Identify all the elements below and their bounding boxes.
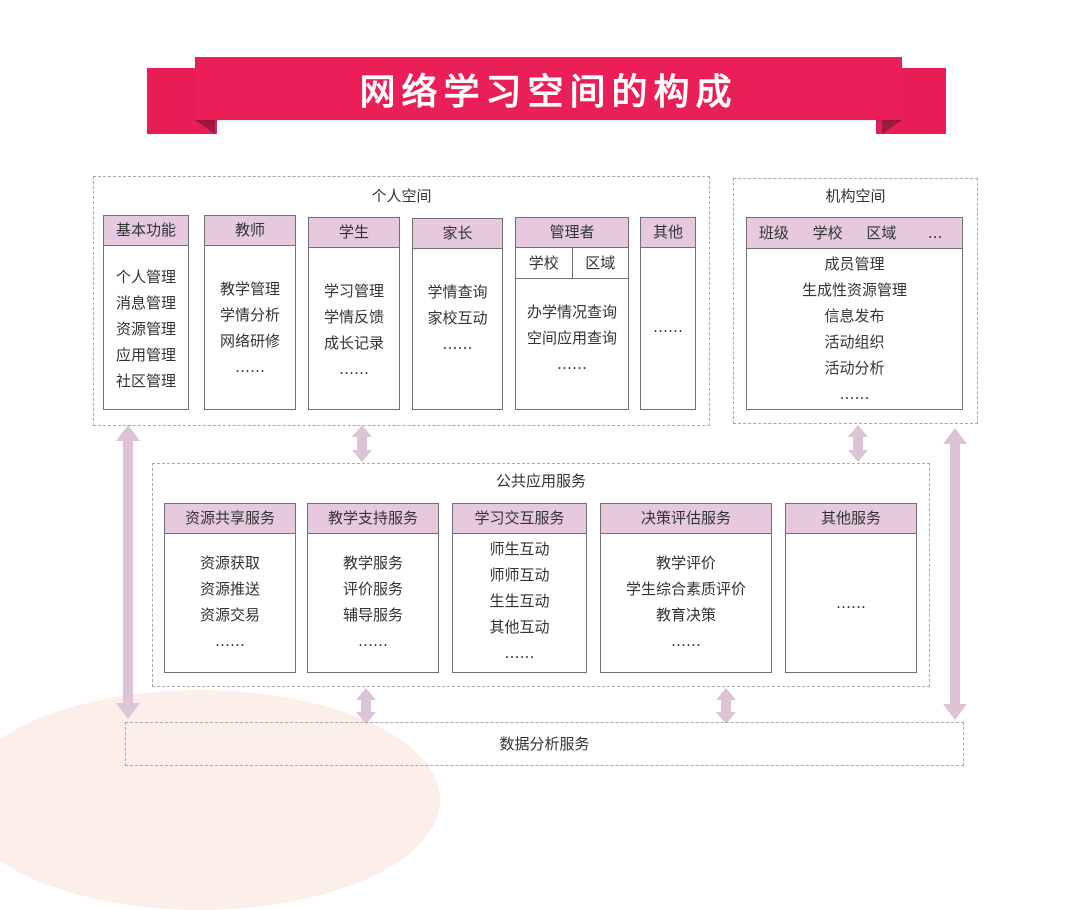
list-item: 资源交易	[199, 606, 260, 624]
list-item: 教学服务	[342, 554, 403, 572]
list-item: 应用管理	[115, 346, 176, 364]
institution-head-more: …	[927, 224, 943, 242]
list-item: 资源管理	[115, 320, 176, 338]
public-services-title: 公共应用服务	[495, 472, 586, 490]
list-item: ……	[671, 632, 701, 650]
list-item: 师师互动	[489, 566, 550, 584]
card-head: 学生	[309, 218, 399, 248]
card-other: 其他 ……	[640, 217, 696, 410]
institution-head-school: 学校	[812, 224, 843, 242]
list-item: 空间应用查询	[526, 329, 617, 347]
list-item: 社区管理	[115, 372, 176, 390]
data-analysis-group: 数据分析服务	[125, 722, 964, 766]
connector-arrows	[116, 425, 967, 724]
list-item: ……	[836, 594, 866, 612]
list-item: 学生综合素质评价	[625, 580, 746, 598]
list-item: ……	[442, 335, 473, 353]
card-learning-interaction: 学习交互服务 师生互动 师师互动 生生互动 其他互动 ……	[452, 503, 587, 673]
list-item: 其他互动	[489, 618, 550, 636]
card-institution: 班级 学校 区域 … 成员管理 生成性资源管理 信息发布 活动组织 活动分析 ……	[746, 217, 963, 410]
list-item: 成员管理	[824, 255, 885, 273]
arrow-institution-public	[848, 425, 868, 462]
card-student: 学生 学习管理 学情反馈 成长记录 ……	[308, 217, 400, 410]
list-item: 辅导服务	[342, 606, 403, 624]
title-banner: 网络学习空间的构成	[195, 57, 902, 120]
card-head: 其他	[641, 218, 695, 248]
arrow-left-long	[116, 425, 140, 719]
list-item: 生生互动	[489, 592, 550, 610]
card-head: 资源共享服务	[165, 504, 295, 534]
list-item: 办学情况查询	[526, 303, 617, 321]
arrow-right-long	[943, 428, 967, 720]
personal-space-group: 个人空间	[93, 176, 710, 426]
page-title: 网络学习空间的构成	[359, 71, 738, 113]
ribbon-fold-right	[882, 120, 902, 134]
list-item: 网络研修	[219, 332, 280, 350]
list-item: ……	[653, 318, 683, 336]
ribbon-fold-left	[195, 120, 215, 134]
list-item: 家校互动	[427, 309, 488, 327]
institution-space-title: 机构空间	[825, 187, 886, 205]
list-item: 消息管理	[115, 294, 176, 312]
list-item: ……	[215, 632, 245, 650]
list-item: 活动组织	[824, 333, 885, 351]
institution-head-class: 班级	[758, 224, 789, 242]
card-resource-sharing: 资源共享服务 资源获取 资源推送 资源交易 ……	[164, 503, 296, 673]
list-item: 教学评价	[655, 554, 716, 572]
institution-head-region: 区域	[866, 224, 897, 242]
list-item: 师生互动	[489, 540, 550, 558]
admin-subheader: 学校 区域	[516, 248, 628, 279]
list-item: 活动分析	[824, 359, 885, 377]
list-item: 学习管理	[323, 282, 384, 300]
list-item: 资源获取	[199, 554, 260, 572]
data-analysis-title: 数据分析服务	[499, 735, 590, 753]
card-head: 管理者	[516, 218, 628, 248]
card-teaching-support: 教学支持服务 教学服务 评价服务 辅导服务 ……	[307, 503, 439, 673]
list-item: 学情反馈	[323, 308, 384, 326]
list-item: 评价服务	[342, 580, 403, 598]
list-item: ……	[504, 644, 535, 662]
list-item: 个人管理	[115, 268, 176, 286]
arrow-public-data-left	[356, 688, 376, 724]
card-basic-functions: 基本功能 个人管理 消息管理 资源管理 应用管理 社区管理	[103, 215, 189, 410]
arrow-personal-public	[352, 425, 372, 462]
list-item: 教育决策	[655, 606, 716, 624]
list-item: 资源推送	[199, 580, 260, 598]
public-services-group: 公共应用服务	[152, 463, 930, 687]
list-item: 学情查询	[427, 283, 488, 301]
card-head: 教学支持服务	[308, 504, 438, 534]
card-head: 基本功能	[104, 216, 188, 246]
card-teacher: 教师 教学管理 学情分析 网络研修 ……	[204, 215, 296, 410]
list-item: ……	[557, 355, 587, 373]
admin-sub-region: 区域	[571, 248, 629, 278]
list-item: 成长记录	[323, 334, 384, 352]
card-head: 其他服务	[786, 504, 916, 534]
list-item: ……	[839, 385, 870, 403]
list-item: ……	[339, 360, 369, 378]
card-head: 家长	[413, 219, 502, 249]
card-decision-evaluation: 决策评估服务 教学评价 学生综合素质评价 教育决策 ……	[600, 503, 772, 673]
institution-space-group: 机构空间	[733, 178, 978, 424]
list-item: 教学管理	[219, 280, 280, 298]
list-item: 学情分析	[219, 306, 280, 324]
list-item: ……	[358, 632, 388, 650]
list-item: 生成性资源管理	[801, 281, 907, 299]
card-administrator: 管理者 学校 区域 办学情况查询 空间应用查询 ……	[515, 217, 629, 410]
card-head: 决策评估服务	[601, 504, 771, 534]
admin-sub-school: 学校	[528, 254, 559, 272]
list-item: ……	[235, 358, 265, 376]
arrow-public-data-right	[716, 688, 736, 724]
card-other-services: 其他服务 ……	[785, 503, 917, 673]
card-parent: 家长 学情查询 家校互动 ……	[412, 218, 503, 410]
list-item: 信息发布	[824, 307, 885, 325]
card-head: 教师	[205, 216, 295, 246]
card-head: 学习交互服务	[453, 504, 586, 534]
institution-headrow: 班级 学校 区域 …	[747, 218, 962, 249]
personal-space-title: 个人空间	[371, 187, 432, 205]
